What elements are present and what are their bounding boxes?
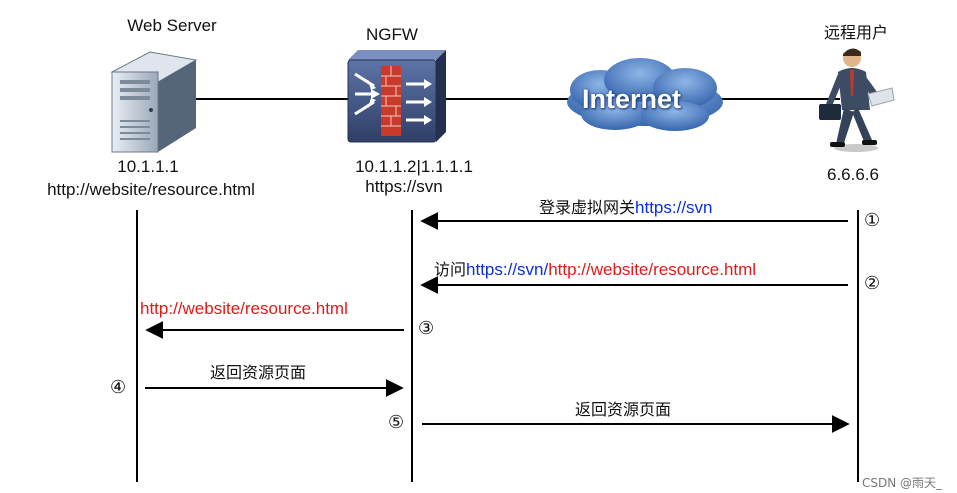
ngfw-url: https://svn: [365, 177, 443, 196]
internet-cloud-icon: [567, 58, 723, 131]
step-1-label: 登录虚拟网关https://svn: [539, 194, 713, 218]
step-2-text-cn: 访问: [434, 260, 467, 279]
step-2-text-url: http://website/resource.html: [548, 260, 757, 279]
step-4-label: 返回资源页面: [210, 363, 307, 382]
web-server-title: Web Server: [127, 16, 217, 35]
step-1-text-cn: 登录虚拟网关: [539, 198, 636, 217]
step-3-label: http://website/resource.html: [140, 299, 348, 318]
internet-label: Internet: [582, 84, 682, 114]
watermark: CSDN @雨天_: [862, 476, 943, 490]
step-5-number: ⑤: [388, 412, 405, 433]
step-5-label: 返回资源页面: [575, 400, 672, 419]
step-2-label: 访问https://svn/http://website/resource.ht…: [434, 256, 756, 280]
remote-user-ip: 6.6.6.6: [827, 165, 879, 184]
remote-user-icon: [819, 48, 895, 152]
step-2-text-svn: https://svn/: [466, 260, 549, 279]
web-server-ip: 10.1.1.1: [117, 157, 179, 176]
remote-user-title: 远程用户: [823, 23, 889, 42]
ngfw-ip: 10.1.1.2|1.1.1.1: [355, 157, 473, 176]
step-1-text-url: https://svn: [635, 198, 713, 217]
step-1-number: ①: [864, 210, 881, 231]
firewall-icon: [347, 50, 446, 143]
step-4-number: ④: [110, 377, 127, 398]
step-3-number: ③: [418, 318, 435, 339]
web-server-icon: [110, 51, 198, 153]
web-server-url: http://website/resource.html: [47, 180, 255, 199]
step-2-number: ②: [864, 273, 881, 294]
ngfw-title: NGFW: [366, 25, 418, 44]
